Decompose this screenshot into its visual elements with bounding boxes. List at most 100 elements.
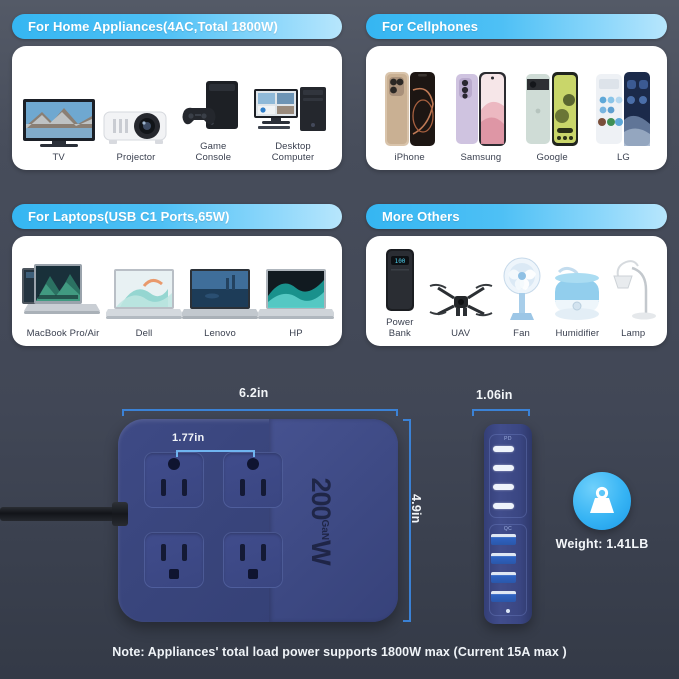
device-item-google[interactable]: Google bbox=[517, 70, 588, 164]
device-item-lenovo[interactable]: Lenovo bbox=[182, 266, 258, 340]
usb-a-port-group: QC bbox=[489, 524, 527, 616]
dim-tick-width-right bbox=[396, 409, 398, 416]
lg-phone-icon bbox=[594, 70, 652, 148]
humidifier-icon bbox=[547, 266, 607, 324]
power-rating-value: 200 bbox=[305, 476, 336, 520]
dim-line-width bbox=[122, 409, 398, 411]
usb-a-port-3 bbox=[491, 572, 516, 583]
section-cellphones: For Cellphones iP bbox=[354, 0, 679, 190]
dim-tick-thickness-right bbox=[528, 409, 530, 416]
section-header-laptops: For Laptops(USB C1 Ports,65W) bbox=[12, 204, 342, 229]
game-console-icon bbox=[180, 79, 246, 137]
section-title: For Cellphones bbox=[382, 19, 479, 34]
svg-text:100: 100 bbox=[394, 258, 405, 265]
dim-tick-thickness-left bbox=[472, 409, 474, 416]
dim-tick-spacing-left bbox=[176, 450, 178, 457]
hp-laptop-icon bbox=[258, 266, 334, 324]
device-label-lg: LG bbox=[616, 152, 630, 164]
device-label-samsung: Samsung bbox=[460, 152, 502, 164]
device-label-lenovo: Lenovo bbox=[204, 328, 236, 340]
device-label-dell: Dell bbox=[135, 328, 153, 340]
device-item-desktop-computer[interactable]: Desktop Computer bbox=[252, 81, 334, 164]
device-card-home-appliances: TV TV bbox=[12, 46, 342, 170]
tv-icon bbox=[22, 98, 96, 148]
dim-line-height bbox=[409, 419, 411, 622]
macbook-icon bbox=[20, 262, 106, 324]
power-cable-connector bbox=[112, 502, 128, 526]
ac-outlet-3 bbox=[144, 532, 204, 588]
device-card-more-others: 100 Power Bank bbox=[366, 236, 667, 346]
section-header-home-appliances: For Home Appliances(4AC,Total 1800W) bbox=[12, 14, 342, 39]
dim-line-thickness bbox=[472, 409, 530, 411]
device-item-lg[interactable]: LG bbox=[588, 70, 659, 164]
device-label-macbook: MacBook Pro/Air bbox=[26, 328, 100, 340]
usb-c-port-4 bbox=[493, 503, 514, 509]
usb-a-port-4 bbox=[491, 591, 516, 602]
device-item-lamp[interactable]: Lamp bbox=[607, 256, 659, 340]
dell-laptop-icon bbox=[106, 266, 182, 324]
power-strip-side-view: PD QC bbox=[484, 424, 532, 624]
device-label-desktop-computer: Desktop Computer bbox=[271, 141, 315, 164]
desk-lamp-icon bbox=[608, 256, 658, 324]
section-title: For Laptops(USB C1 Ports,65W) bbox=[28, 209, 230, 224]
dim-label-width: 6.2in bbox=[239, 386, 269, 400]
google-pixel-icon bbox=[524, 70, 580, 148]
dim-tick-height-top bbox=[403, 419, 410, 421]
section-title: For Home Appliances(4AC,Total 1800W) bbox=[28, 19, 278, 34]
device-label-humidifier: Humidifier bbox=[555, 328, 600, 340]
dim-tick-height-bottom bbox=[403, 620, 410, 622]
usb-a-group-label: QC bbox=[503, 526, 513, 532]
fan-icon bbox=[500, 256, 544, 324]
gan-label: GaN bbox=[318, 519, 330, 540]
usb-c-port-1 bbox=[493, 446, 514, 452]
device-item-game-console[interactable]: Game Console bbox=[175, 79, 252, 164]
device-label-power-bank: Power Bank bbox=[386, 317, 414, 340]
device-item-tv[interactable]: TV bbox=[20, 98, 97, 164]
device-item-samsung[interactable]: Samsung bbox=[445, 70, 516, 164]
dim-tick-spacing-right bbox=[253, 450, 255, 457]
ac-outlet-2 bbox=[223, 452, 283, 508]
device-item-fan[interactable]: Fan bbox=[496, 256, 548, 340]
projector-icon bbox=[101, 98, 171, 148]
power-unit: W bbox=[305, 539, 336, 565]
device-label-google: Google bbox=[536, 152, 568, 164]
device-item-macbook[interactable]: MacBook Pro/Air bbox=[20, 262, 106, 340]
device-card-laptops: MacBook Pro/Air Dell bbox=[12, 236, 342, 346]
usb-a-port-2 bbox=[491, 553, 516, 564]
power-led-indicator bbox=[506, 609, 510, 613]
ac-outlet-4 bbox=[223, 532, 283, 588]
dim-label-thickness: 1.06in bbox=[476, 388, 513, 402]
section-header-cellphones: For Cellphones bbox=[366, 14, 667, 39]
weight-icon bbox=[586, 486, 618, 516]
lenovo-laptop-icon bbox=[182, 266, 258, 324]
device-item-iphone[interactable]: iPhone bbox=[374, 70, 445, 164]
dim-label-height: 4.9in bbox=[409, 494, 423, 524]
usb-c-port-group: PD bbox=[489, 434, 527, 518]
samsung-phone-icon bbox=[454, 70, 508, 148]
section-title: More Others bbox=[382, 209, 460, 224]
dim-label-outlet-spacing: 1.77in bbox=[172, 432, 205, 444]
device-label-uav: UAV bbox=[451, 328, 471, 340]
device-item-dell[interactable]: Dell bbox=[106, 266, 182, 340]
note-text: Note: Appliances' total load power suppo… bbox=[112, 645, 567, 659]
device-item-power-bank[interactable]: 100 Power Bank bbox=[374, 247, 426, 340]
power-cable bbox=[0, 507, 126, 521]
usb-c-group-label: PD bbox=[504, 436, 512, 442]
power-strip-charging-zone: 200GaNW bbox=[269, 419, 398, 622]
device-label-projector: Projector bbox=[116, 152, 156, 164]
weight-badge bbox=[573, 472, 631, 530]
section-home-appliances: For Home Appliances(4AC,Total 1800W) TV bbox=[0, 0, 354, 190]
device-item-projector[interactable]: TV Projector bbox=[97, 98, 174, 164]
device-card-cellphones: iPhone Samsung bbox=[366, 46, 667, 170]
section-header-more-others: More Others bbox=[366, 204, 667, 229]
usb-a-port-1 bbox=[491, 534, 516, 545]
device-label-fan: Fan bbox=[513, 328, 530, 340]
device-item-humidifier[interactable]: Humidifier bbox=[547, 266, 607, 340]
device-item-uav[interactable]: UAV bbox=[426, 278, 496, 340]
weight-text: Weight: 1.41LB bbox=[555, 537, 649, 551]
power-bank-icon: 100 bbox=[379, 247, 421, 313]
device-item-hp[interactable]: HP bbox=[258, 266, 334, 340]
drone-icon bbox=[426, 278, 496, 324]
section-laptops: For Laptops(USB C1 Ports,65W) bbox=[0, 190, 354, 362]
iphone-icon bbox=[383, 70, 437, 148]
